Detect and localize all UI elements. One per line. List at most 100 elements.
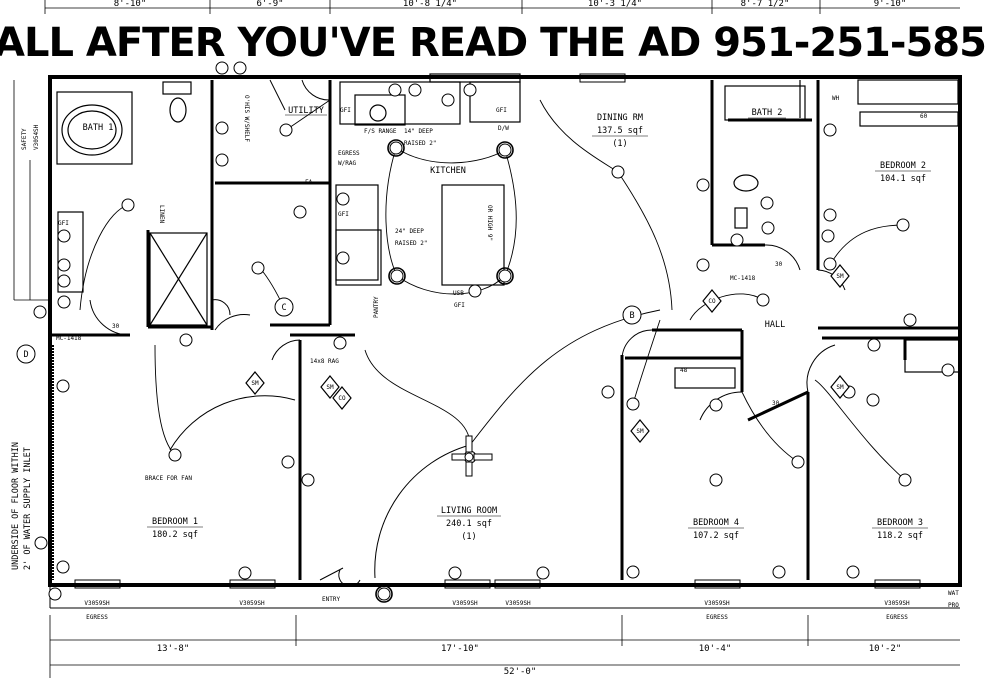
note-24-deep: 24" DEEP	[395, 228, 424, 235]
room-bedroom-4-area: 107.2 sqf	[693, 531, 739, 541]
bottom-dim-1: 13'-8"	[157, 644, 190, 654]
room-bedroom-1-area: 180.2 sqf	[152, 530, 198, 540]
room-bath-2: BATH 2	[752, 108, 783, 118]
room-living-name: LIVING ROOM	[441, 506, 497, 516]
note-safety: SAFETY	[21, 128, 28, 150]
note-gfi: GFI	[340, 107, 351, 114]
grid-markers	[16, 297, 642, 364]
smoke-detector-label: SM	[836, 273, 844, 280]
banner-text: ALL AFTER YOU'VE READ THE AD 951-251-585	[0, 20, 986, 66]
electrical-outlets	[33, 61, 955, 601]
room-dining-name: DINING RM	[597, 113, 643, 123]
room-dining-area: 137.5 sqf	[597, 126, 643, 136]
room-hall: HALL	[765, 320, 785, 330]
note-underside-1: UNDERSIDE OF FLOOR WITHIN	[11, 442, 21, 570]
note-width-48: 48	[680, 367, 688, 374]
co-detector-label: CO	[708, 298, 716, 305]
bottom-dim-3: 10'-4"	[699, 644, 732, 654]
wiring	[79, 99, 906, 481]
top-dim-2: 6'-9"	[256, 0, 283, 9]
note-v3054: V3054SH	[33, 124, 40, 150]
top-dim-3: 10'-8 1/4"	[403, 0, 457, 9]
note-14-deep: 14" DEEP	[404, 128, 433, 135]
room-bedroom-1-name: BEDROOM 1	[152, 517, 198, 527]
note-pro: PRO	[948, 602, 959, 609]
room-dining-count: (1)	[612, 139, 627, 149]
smoke-detector-label: SM	[251, 380, 259, 387]
room-living-count: (1)	[461, 532, 476, 542]
light-fixtures	[375, 139, 514, 603]
room-bedroom-3-area: 118.2 sqf	[877, 531, 923, 541]
note-shelf: O'HIS W/SHELF	[243, 95, 250, 142]
note-egress: EGRESS	[338, 150, 360, 157]
top-dim-4: 10'-3 1/4"	[588, 0, 642, 9]
note-linen: LINEN	[158, 205, 165, 223]
egress-label: EGRESS	[706, 614, 728, 621]
egress-label: EGRESS	[86, 614, 108, 621]
note-gfi: GFI	[58, 220, 69, 227]
note-fs-range: F/S RANGE	[364, 128, 397, 135]
note-entry: ENTRY	[322, 596, 340, 603]
window-label: V3059SH	[84, 600, 110, 607]
room-bedroom-3-name: BEDROOM 3	[877, 518, 923, 528]
note-water: WAT	[948, 590, 959, 597]
grid-marker-b: B	[629, 311, 634, 321]
bottom-dimension-lines	[49, 615, 960, 678]
note-brace-fan: BRACE FOR FAN	[145, 475, 192, 482]
note-water-heater: WH	[832, 95, 840, 102]
room-bath-1: BATH 1	[83, 123, 114, 133]
note-usb: USB	[453, 290, 464, 297]
grid-marker-c: C	[281, 303, 286, 313]
note-24-raised: RAISED 2"	[395, 240, 428, 247]
grid-marker-d: D	[23, 350, 28, 360]
note-mc-left: MC-1418	[56, 335, 82, 342]
window-label: V3059SH	[704, 600, 730, 607]
note-width-60: 60	[920, 113, 928, 120]
co-detector-label: CO	[338, 395, 346, 402]
window-label: V3059SH	[239, 600, 265, 607]
contact-banner: ALL AFTER YOU'VE READ THE AD 951-251-585	[0, 18, 986, 76]
room-label-underlines	[147, 114, 931, 529]
ceiling-fan	[451, 435, 493, 477]
note-rag: 14x8 RAG	[310, 358, 339, 365]
bottom-dim-overall: 52'-0"	[504, 667, 537, 677]
room-living-area: 240.1 sqf	[446, 519, 492, 529]
room-bedroom-2-area: 104.1 sqf	[880, 174, 926, 184]
window-label: V3059SH	[505, 600, 531, 607]
smoke-detector-label: SM	[836, 384, 844, 391]
top-dim-5: 8'-7 1/2"	[741, 0, 790, 9]
top-dim-6: 9'-10"	[874, 0, 907, 9]
note-dishwasher: D/W	[498, 125, 509, 132]
note-angle: 30	[112, 323, 120, 330]
note-underside-2: 2' OF WATER SUPPLY INLET	[23, 447, 33, 570]
exterior-walls	[48, 75, 962, 609]
note-high-ro: OR HIGH 9"	[486, 205, 493, 241]
windows	[74, 73, 921, 589]
smoke-detector-label: SM	[326, 384, 334, 391]
note-angle: 30	[772, 400, 780, 407]
top-dim-1: 8'-10"	[114, 0, 147, 9]
door-swings	[89, 79, 846, 587]
note-gfi: GFI	[496, 107, 507, 114]
room-bedroom-2-name: BEDROOM 2	[880, 161, 926, 171]
window-label: V3059SH	[884, 600, 910, 607]
floor-plan: 8'-10" 6'-9" 10'-8 1/4" 10'-3 1/4" 8'-7 …	[11, 0, 962, 678]
bottom-dim-4: 10'-2"	[869, 644, 902, 654]
window-label: V3059SH	[452, 600, 478, 607]
note-pantry: PANTRY	[373, 296, 380, 318]
room-kitchen: KITCHEN	[430, 166, 466, 176]
fixtures	[56, 73, 961, 389]
note-egress-rag: W/RAG	[338, 160, 356, 167]
note-mc-right: MC-1418	[730, 275, 756, 282]
egress-label: EGRESS	[886, 614, 908, 621]
note-14-raised: RAISED 2"	[404, 140, 437, 147]
bottom-dim-2: 17'-10"	[441, 644, 479, 654]
room-utility: UTILITY	[288, 106, 324, 116]
note-fa: FA	[305, 179, 313, 186]
left-leader-lines	[13, 80, 50, 301]
smoke-detectors	[245, 264, 850, 443]
note-angle: 30	[775, 261, 783, 268]
note-gfi: GFI	[338, 211, 349, 218]
smoke-detector-label: SM	[636, 428, 644, 435]
note-gfi: GFI	[454, 302, 465, 309]
